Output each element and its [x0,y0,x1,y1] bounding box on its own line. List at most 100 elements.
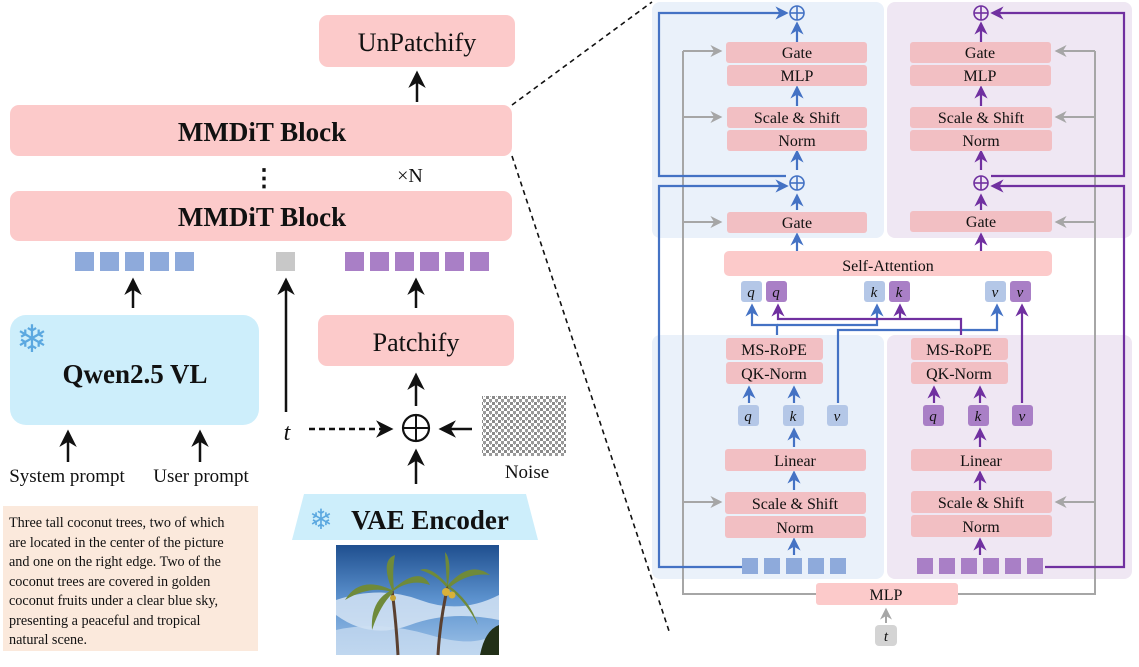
vae-snowflake-icon: ❄ [309,503,332,536]
qwen-block [10,315,259,425]
text-linear: Linear [774,453,816,470]
image-token [917,558,933,574]
q-image-chip: q [772,285,780,301]
caption-text: Three tall coconut trees, two of which a… [9,515,228,648]
text-norm-top: Norm [778,133,816,150]
self-attention-label: Self-Attention [842,258,934,275]
q-text-out: q [744,409,752,425]
k-text-out: k [790,409,797,425]
caption-line: presenting a peaceful and tropical [9,613,200,629]
text-residual-lines [657,6,789,569]
detail-image-tokens [917,558,1043,574]
system-prompt-label: System prompt [9,466,125,487]
patchify-label: Patchify [373,328,460,357]
image-ms-rope: MS-RoPE [926,342,992,359]
caption-line: coconut fruits under a clear blue sky, [9,593,218,609]
left-architecture: UnPatchify MMDiT Block ⋮ ×N MMDiT Block … [3,1,671,656]
zoom-guide-bottom [511,155,671,635]
residual-add-icons [789,5,989,191]
image-token [445,252,464,271]
text-token [150,252,169,271]
vae-encoder-block [292,494,538,540]
image-scale-shift-bottom: Scale & Shift [938,495,1025,512]
text-gate-top: Gate [782,45,812,62]
image-token [1005,558,1021,574]
image-gate-attn: Gate [966,214,996,231]
self-attention-block [724,251,1052,276]
image-token [939,558,955,574]
qwen-label: Qwen2.5 VL [62,359,207,389]
caption-line: are located in the center of the picture [9,535,224,551]
q-image-out: q [929,409,937,425]
v-image-out: v [1019,409,1026,425]
user-prompt-label: User prompt [153,466,249,487]
caption-line: and one on the right edge. Two of the [9,554,221,570]
timestep-mlp-label: MLP [870,587,903,604]
image-linear: Linear [960,453,1002,470]
k-image-chip: k [896,285,903,301]
zoom-guide-top [511,1,653,106]
k-image-out: k [975,409,982,425]
text-flow-arrows [742,21,1004,555]
image-token [470,252,489,271]
text-norm-bottom: Norm [776,520,814,537]
ellipsis: ⋮ [252,166,276,192]
timestep-chip-label: t [884,629,889,645]
image-token [345,252,364,271]
text-token [100,252,119,271]
text-token [808,558,824,574]
image-qk-norm: QK-Norm [926,366,992,383]
timestep-chip [875,625,897,646]
conditioning-lines [682,45,1096,623]
image-token [370,252,389,271]
text-token [75,252,94,271]
timestep-label: t [284,420,292,446]
qwen-snowflake-icon: ❄ [16,317,48,361]
text-scale-shift-bottom: Scale & Shift [752,496,839,513]
v-text-out: v [834,409,841,425]
text-scale-shift-top: Scale & Shift [754,110,841,127]
text-token [742,558,758,574]
mmdit-block-top-label: MMDiT Block [178,117,346,147]
image-token [983,558,999,574]
mmdit-block-bottom [10,191,512,241]
linear-qkv-outputs: q k v q k v [738,405,1033,426]
vae-encoder-label: VAE Encoder [351,505,509,535]
patchify-block [318,315,514,366]
image-scale-shift-top: Scale & Shift [938,110,1025,127]
attention-qkv-inputs: q q k k v v [741,281,1031,302]
k-text-chip: k [871,285,878,301]
caption-line: coconut trees are covered in golden [9,574,210,590]
image-flow-arrows [771,21,1029,555]
unpatchify-block [319,15,515,67]
text-ms-rope: MS-RoPE [741,342,807,359]
image-residual-lines [990,6,1126,569]
image-token [961,558,977,574]
text-token [125,252,144,271]
image-tokens [345,252,489,271]
mmdit-block-bottom-label: MMDiT Block [178,202,346,232]
detail-text-tokens [742,558,846,574]
image-token [395,252,414,271]
time-token [276,252,295,271]
text-tokens [75,252,194,271]
input-image [336,545,499,656]
q-text-chip: q [747,285,755,301]
image-gate-top: Gate [965,45,995,62]
text-qk-norm: QK-Norm [741,366,807,383]
noise-label: Noise [505,462,549,483]
caption-box [3,506,258,651]
text-stream-blocks: Gate MLP Scale & Shift Norm Gate MS-RoPE… [725,42,867,538]
image-token [1027,558,1043,574]
noise-image [482,396,566,456]
text-token [786,558,802,574]
image-norm-top: Norm [962,133,1000,150]
caption-line: Three tall coconut trees, two of which [9,515,225,531]
unpatchify-label: UnPatchify [358,28,476,57]
image-mlp: MLP [964,68,997,85]
image-token [420,252,439,271]
v-text-chip: v [992,285,999,301]
timestep-mlp-block [816,583,958,605]
image-norm-bottom: Norm [962,519,1000,536]
